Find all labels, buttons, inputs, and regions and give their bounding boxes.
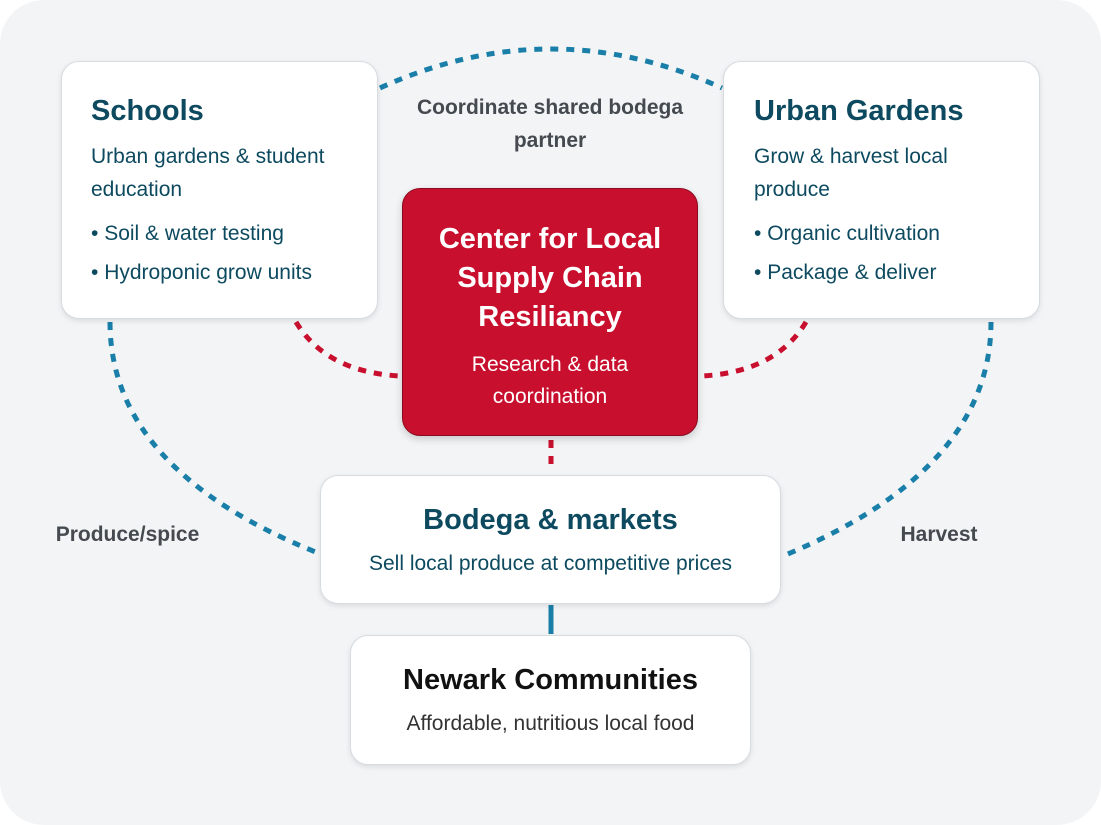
newark-title: Newark Communities [403, 664, 698, 696]
edge-label-produce: Produce/spice [55, 523, 200, 546]
center-title: Center for Local Supply Chain Resiliancy [438, 223, 662, 333]
schools-bullet-list: Soil & water testing Hydroponic grow uni… [91, 214, 377, 292]
urban-gardens-title: Urban Gardens [754, 95, 964, 127]
urban-gardens-bullet-list: Organic cultivation Package & deliver [754, 214, 1039, 292]
schools-title: Schools [91, 95, 204, 127]
edge-label-coordinate: Coordinate shared bodega partner [416, 96, 684, 152]
urban-gardens-bullet: Organic cultivation [754, 214, 1039, 253]
schools-description: Urban gardens & student education [91, 145, 325, 201]
bodega-description: Sell local produce at competitive prices [368, 552, 732, 575]
urban-gardens-card: Urban Gardens Grow & harvest local produ… [723, 61, 1040, 319]
connector-gardens-center [701, 320, 809, 379]
edge-label-harvest: Harvest [900, 523, 978, 546]
connector-schools-bodega [107, 321, 319, 556]
urban-gardens-bullet: Package & deliver [754, 253, 1039, 292]
center-description: Research & data coordination [471, 353, 629, 408]
urban-gardens-description: Grow & harvest local produce [754, 145, 948, 201]
schools-bullet: Hydroponic grow units [91, 253, 377, 292]
center-card: Center for Local Supply Chain Resiliancy… [402, 188, 698, 436]
bodega-title: Bodega & markets [423, 504, 678, 536]
schools-bullet: Soil & water testing [91, 214, 377, 253]
newark-description: Affordable, nutritious local food [406, 712, 695, 735]
connector-gardens-bodega [782, 321, 994, 559]
connector-schools-center [293, 320, 401, 379]
bodega-card: Bodega & markets Sell local produce at c… [320, 475, 781, 604]
newark-card: Newark Communities Affordable, nutritiou… [350, 635, 751, 765]
schools-card: Schools Urban gardens & student educatio… [61, 61, 378, 319]
connector-schools-gardens [378, 46, 724, 91]
